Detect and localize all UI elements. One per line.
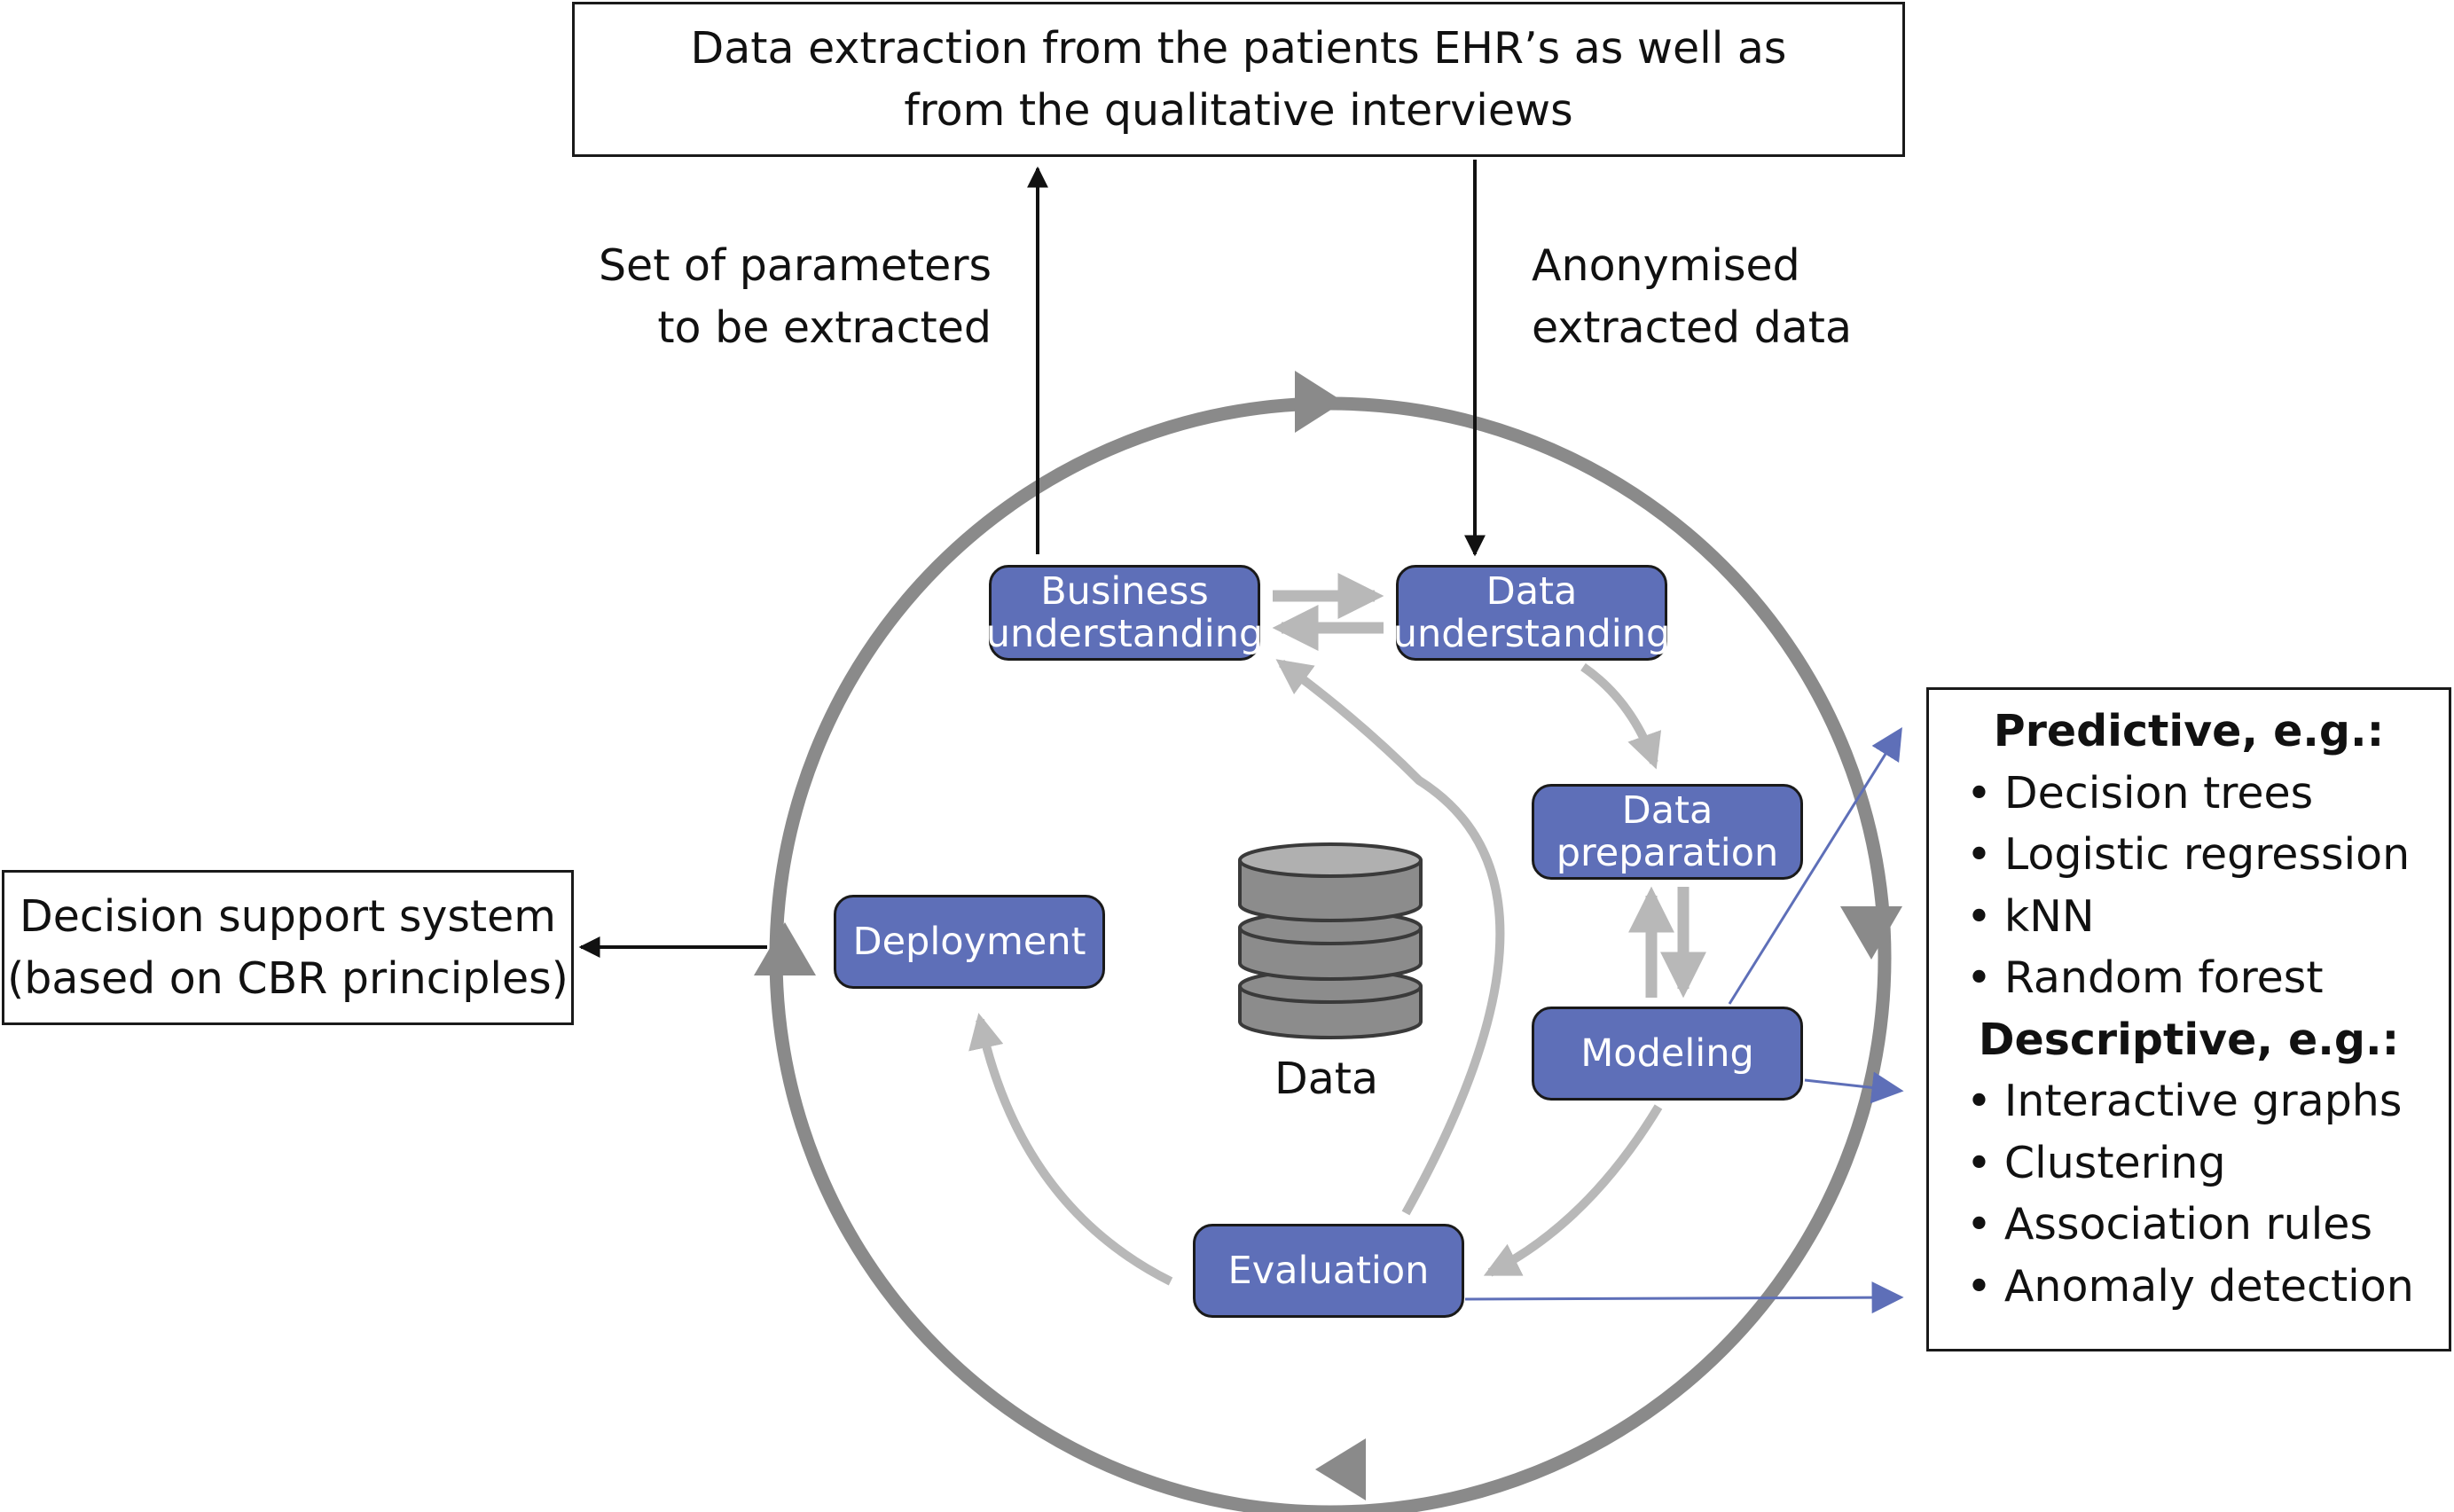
list-item: •Interactive graphs: [1929, 1070, 2449, 1132]
list-item: •Logistic regression: [1929, 824, 2449, 886]
bullet: •: [1966, 1137, 1992, 1188]
node-modeling: Modeling: [1532, 1007, 1803, 1101]
parameters-label-line-2: to be extracted: [657, 302, 992, 353]
node-data-preparation: Data preparation: [1532, 784, 1803, 880]
arrow-evaluation-to-methods: [1464, 1281, 1904, 1314]
cycle-arrowhead-left: [754, 922, 816, 975]
node-evaluation: Evaluation: [1193, 1224, 1464, 1318]
decision-support-line-1: Decision support system: [19, 890, 557, 942]
bullet: •: [1966, 767, 1992, 819]
anonymised-label: Anonymised extracted data: [1532, 235, 1993, 359]
node-deployment: Deployment: [834, 895, 1105, 989]
decision-support-box: Decision support system (based on CBR pr…: [2, 870, 574, 1025]
node-modeling-label: Modeling: [1580, 1031, 1754, 1076]
predictive-header: Predictive, e.g.:: [1993, 706, 2385, 756]
node-data-understanding-line-1: Data: [1486, 569, 1578, 614]
decision-support-line-2: (based on CBR principles): [7, 952, 568, 1004]
list-item: •Clustering: [1929, 1132, 2449, 1195]
cycle-arrowhead-right: [1840, 906, 1902, 960]
method-logistic-regression: Logistic regression: [2003, 829, 2411, 880]
anonymised-label-line-1: Anonymised: [1532, 240, 1800, 291]
bullet: •: [1966, 829, 1992, 880]
arrow-understanding-to-preparation: [1580, 662, 1662, 770]
arrow-modeling-to-predictive: [1728, 726, 1902, 1005]
database-icon: [1238, 842, 1423, 1039]
data-extraction-line-1: Data extraction from the patients EHR’s …: [690, 22, 1787, 74]
bullet: •: [1966, 890, 1992, 942]
cycle-arrowhead-bottom: [1315, 1438, 1366, 1500]
cycle-arrowhead-top: [1295, 371, 1344, 433]
list-item: •Association rules: [1929, 1194, 2449, 1256]
database-label: Data: [1274, 1054, 1378, 1104]
list-item: •Random forest: [1929, 947, 2449, 1009]
method-clustering: Clustering: [2003, 1137, 2226, 1188]
data-extraction-line-2: from the qualitative interviews: [904, 84, 1573, 136]
method-association-rules: Association rules: [2003, 1199, 2372, 1250]
node-business-understanding: Business understanding: [986, 565, 1263, 661]
data-extraction-box: Data extraction from the patients EHR’s …: [572, 2, 1905, 157]
methods-box: Predictive, e.g.: •Decision trees •Logis…: [1926, 687, 2451, 1351]
arrow-evaluation-to-business: [1275, 659, 1505, 1216]
method-interactive-graphs: Interactive graphs: [2003, 1076, 2403, 1126]
arrow-evaluation-to-deployment: [968, 1013, 1173, 1286]
node-business-line-1: Business: [1040, 569, 1209, 614]
node-business-line-2: understanding: [985, 612, 1264, 656]
bullet: •: [1966, 952, 1992, 1003]
node-evaluation-label: Evaluation: [1227, 1249, 1430, 1293]
parameters-label: Set of parameters to be extracted: [568, 235, 992, 359]
bullet: •: [1966, 1260, 1992, 1312]
method-knn: kNN: [2003, 890, 2095, 942]
node-data-preparation-line-1: Data: [1621, 788, 1713, 833]
arrow-modeling-to-descriptive: [1804, 1071, 1904, 1104]
anonymised-label-line-2: extracted data: [1532, 302, 1853, 353]
node-data-understanding: Data understanding: [1393, 565, 1670, 661]
list-item: •Anomaly detection: [1929, 1256, 2449, 1318]
bullet: •: [1966, 1199, 1992, 1250]
list-item: •kNN: [1929, 886, 2449, 948]
arrow-modeling-to-evaluation: [1483, 1104, 1663, 1277]
method-decision-trees: Decision trees: [2003, 767, 2314, 819]
node-data-preparation-line-2: preparation: [1556, 831, 1779, 875]
node-deployment-label: Deployment: [852, 920, 1086, 964]
list-item: •Decision trees: [1929, 763, 2449, 825]
method-anomaly-detection: Anomaly detection: [2003, 1260, 2414, 1312]
parameters-label-line-1: Set of parameters: [598, 240, 992, 291]
method-random-forest: Random forest: [2003, 952, 2324, 1003]
node-data-understanding-line-2: understanding: [1392, 612, 1671, 656]
descriptive-header: Descriptive, e.g.:: [1978, 1014, 2400, 1065]
bullet: •: [1966, 1076, 1992, 1126]
